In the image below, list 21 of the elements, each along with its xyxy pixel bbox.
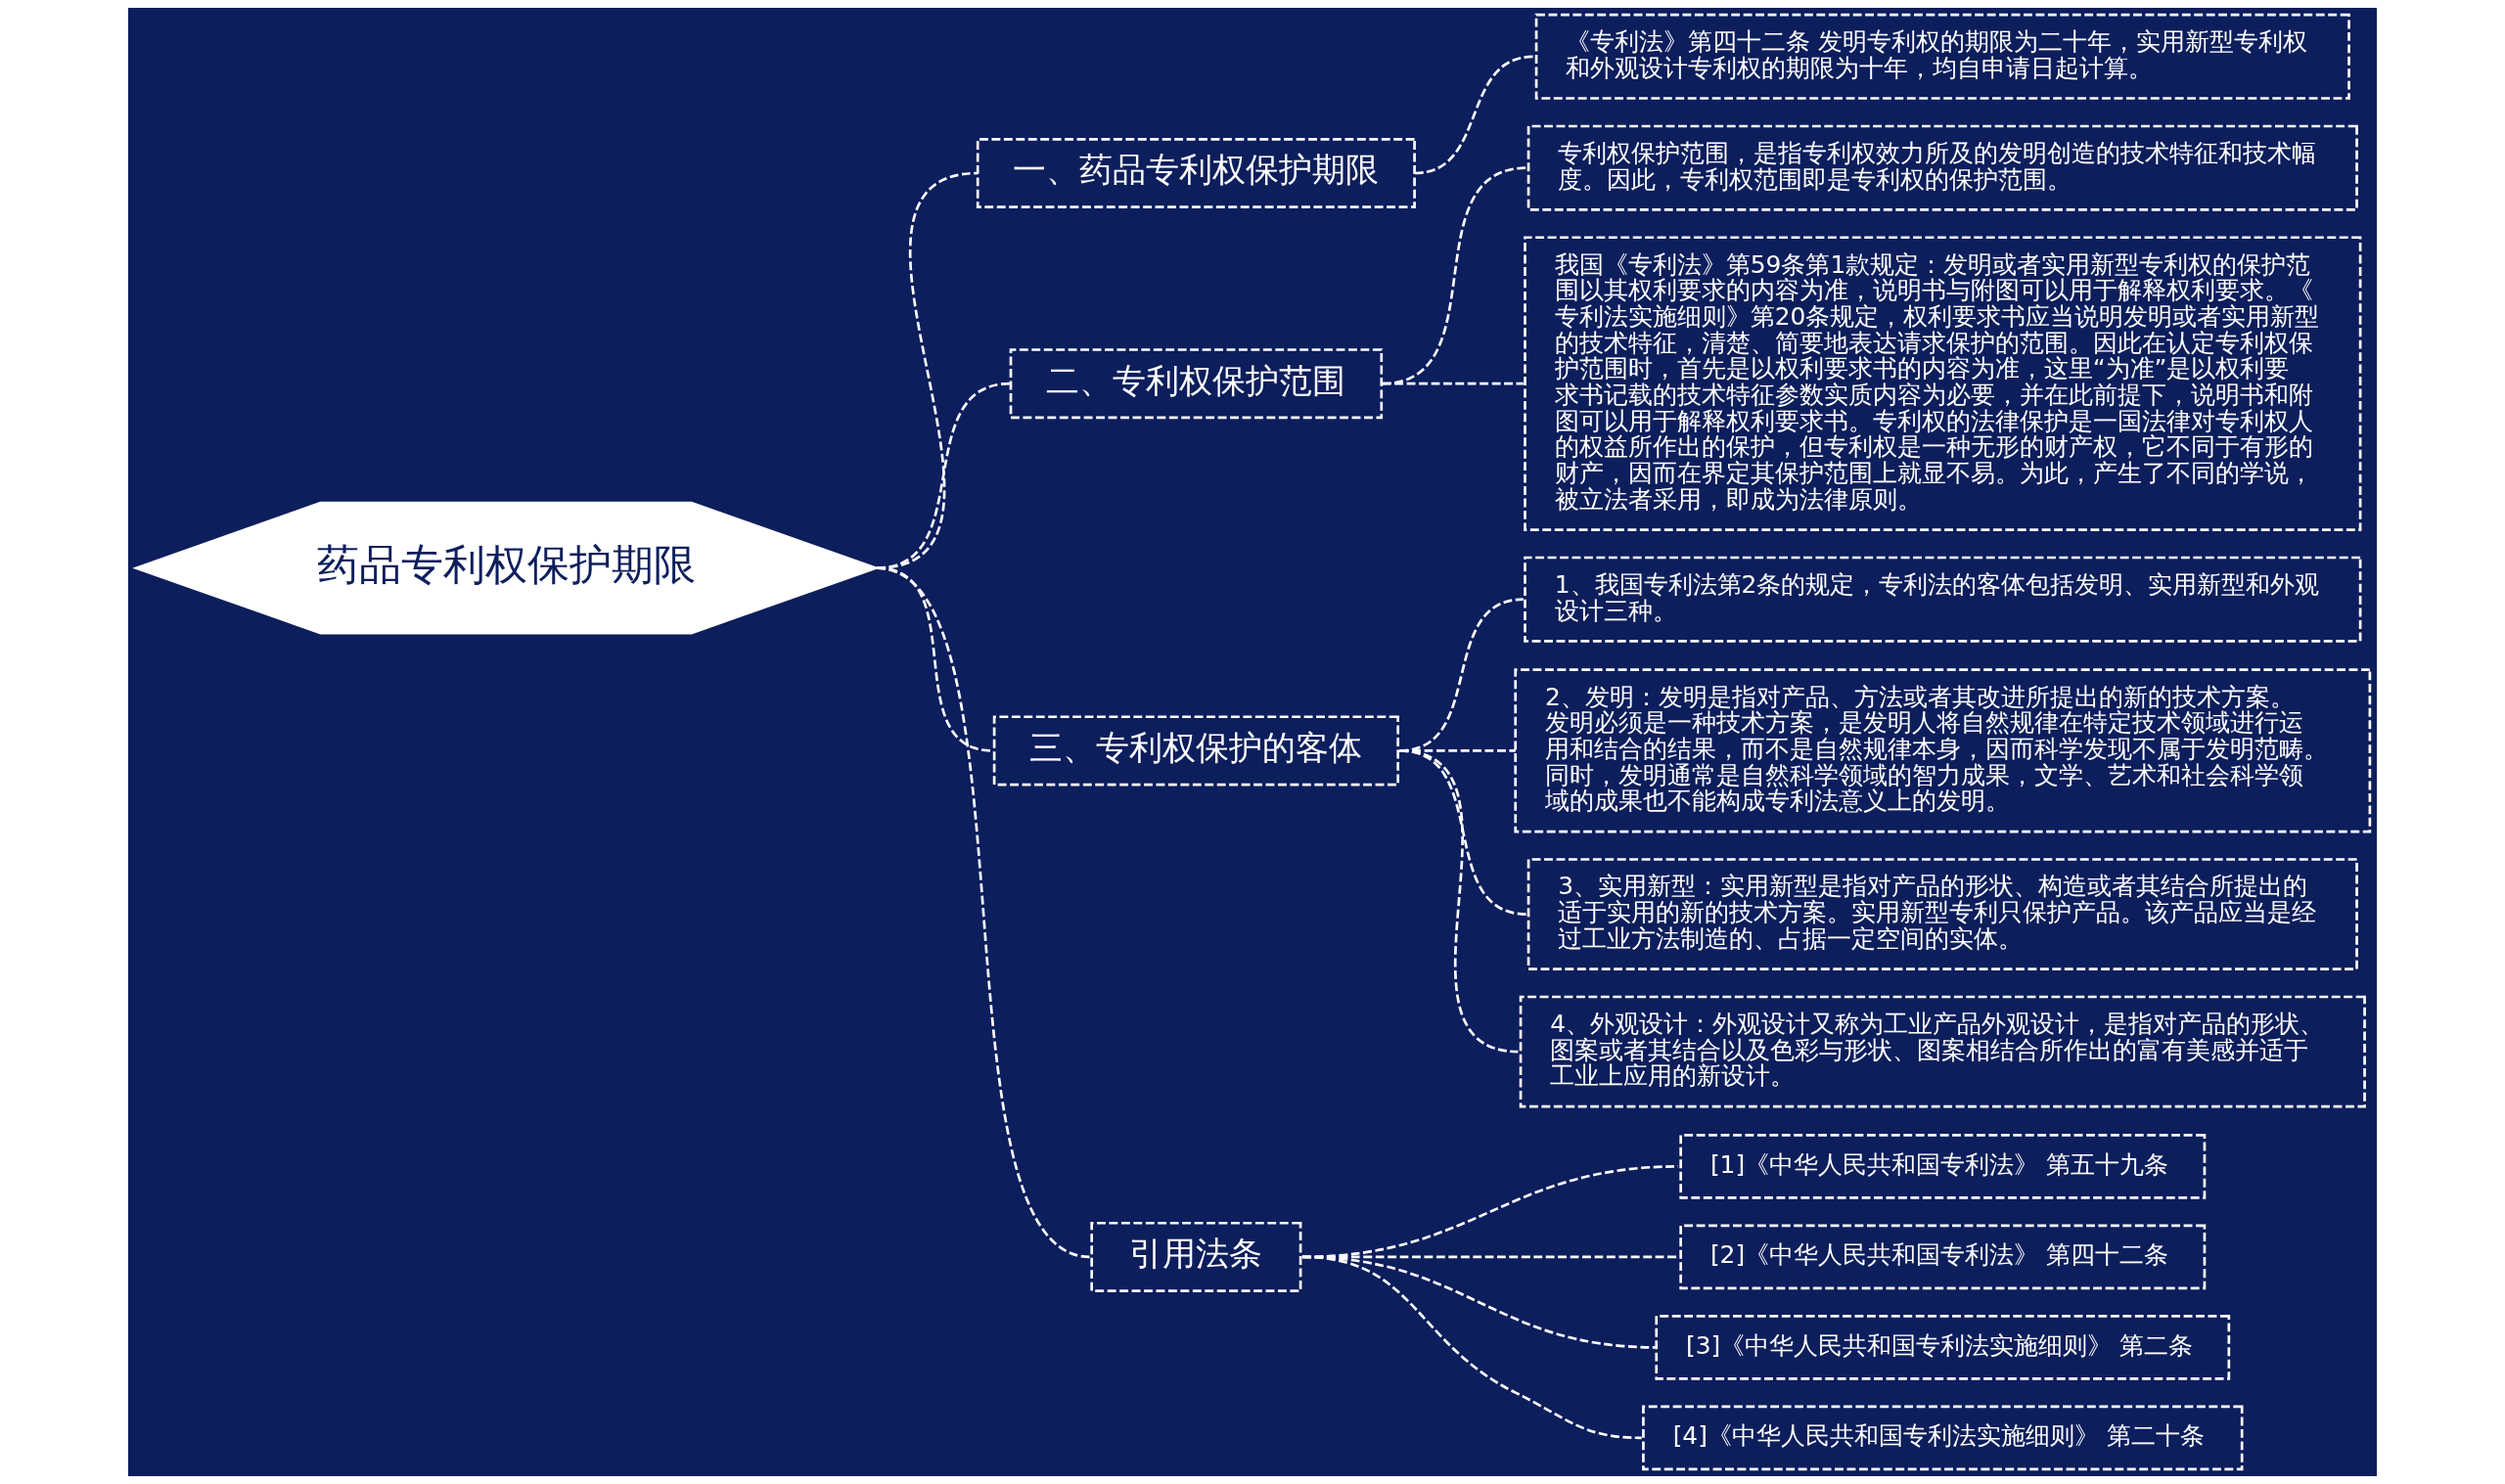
- connector: [876, 566, 1091, 1259]
- node-box: 三、专利权保护的客体: [992, 715, 1399, 787]
- node-box: 引用法条: [1090, 1221, 1302, 1292]
- node-box: [1]《中华人民共和国专利法》 第五十九条: [1679, 1134, 2207, 1199]
- node-box: [3]《中华人民共和国专利法实施细则》 第二条: [1655, 1315, 2231, 1380]
- connector: [1382, 166, 1527, 385]
- node-box: 二、专利权保护范围: [1009, 348, 1384, 420]
- node-box: 一、药品专利权保护期限: [976, 137, 1416, 208]
- node-box: [4]《中华人民共和国专利法实施细则》 第二十条: [1642, 1405, 2244, 1471]
- node-box: 3、实用新型：实用新型是指对产品的形状、构造或者其结合所提出的适于实用的新的技术方案。实用新型专利只保护产品。该产品应当是经过工业方法制造的、占据一定空间的实体。: [1526, 858, 2358, 970]
- node-box: 1、我国专利法第2条的规定，专利法的客体包括发明、实用新型和外观设计三种。: [1524, 556, 2362, 643]
- node-box: 2、发明：发明是指对产品、方法或者其改进所提出的新的技术方案。发明必须是一种技术方案，是发明人将自然规律在特定技术领域进行运用和结合的结果，而不是自然规律本身，因而科学发现不属于发明范畴。同时，发明通常是自然科学领域的智力成果，文学、艺术和社会科学领域的成果也不能构成专利法意义上的发明。: [1514, 668, 2372, 833]
- node-box: 我国《专利法》第59条第1款规定：发明或者实用新型专利权的保护范围以其权利要求的内容为准，说明书与附图可以用于解释权利要求。《专利法实施细则》第20条规定，权利要求书应当说明发明或者实用新型的技术特征，清楚、简要地表达请求保护的范围。因此在认定专利权保护范围时，首先是以权利要求书的内容为准，这里“为准”是以权利要求书记载的技术特征参数实质内容为必要，并在此前提下，说明书和附图可以用于解释权利要求书。专利权的法律保护是一国法律对专利权人的权益所作出的保护，但专利权是一种无形的财产权，它不同于有形的财产，因而在界定其保护范围上就显不易。为此，产生了不同的学说，被立法者采用，即成为法律原则。: [1524, 236, 2362, 531]
- node-box: 《专利法》第四十二条 发明专利权的期限为二十年，实用新型专利权和外观设计专利权的期限为十年，均自申请日起计算。: [1534, 13, 2350, 100]
- node-box: 专利权保护范围，是指专利权效力所及的发明创造的技术特征和技术幅度。因此，专利权范围即是专利权的保护范围。: [1526, 124, 2358, 211]
- connector: [1382, 382, 1524, 385]
- node-box: 4、外观设计：外观设计又称为工业产品外观设计，是指对产品的形状、图案或者其结合以及色彩与形状、图案相结合所作出的富有美感并适于工业上应用的新设计。: [1519, 995, 2366, 1108]
- connector: [1414, 55, 1534, 175]
- connector: [1301, 1255, 1642, 1440]
- node-box: [2]《中华人民共和国专利法》 第四十二条: [1679, 1224, 2207, 1290]
- connector: [1399, 749, 1519, 1054]
